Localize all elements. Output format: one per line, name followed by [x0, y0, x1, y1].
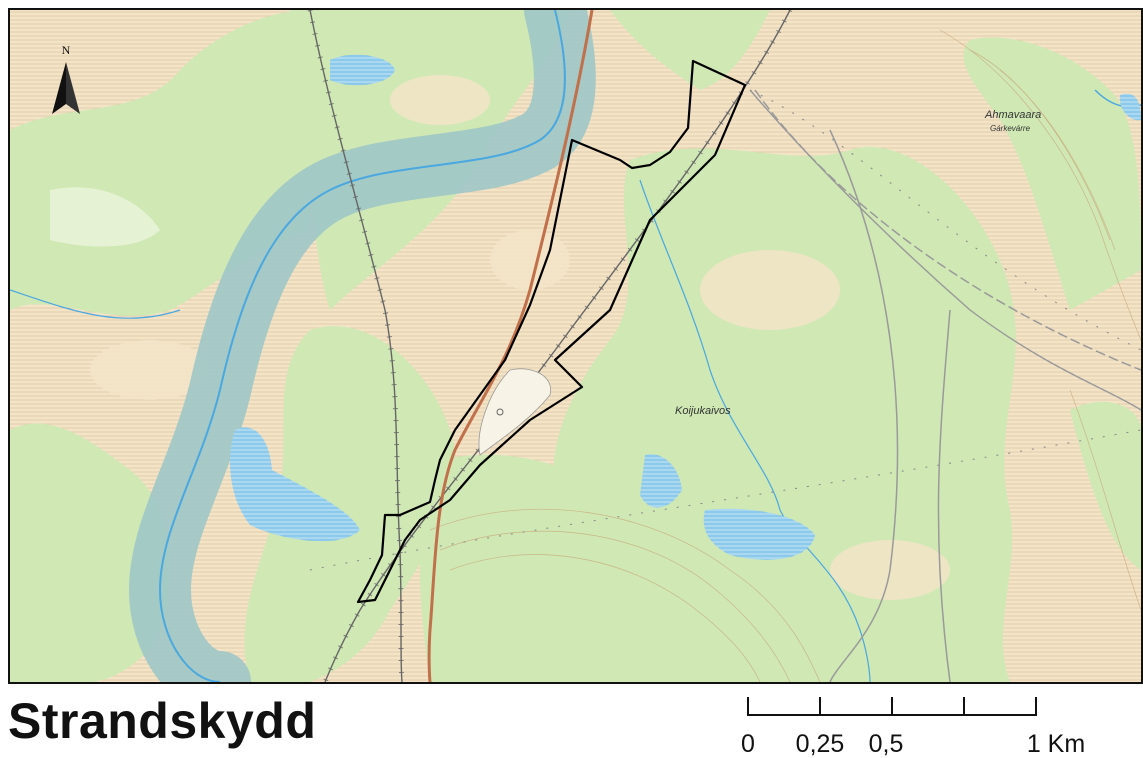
main-road	[427, 10, 594, 682]
contour-lines	[429, 29, 1141, 682]
scale-label-05: 0,5	[868, 730, 904, 758]
station-marker	[496, 408, 504, 416]
stream	[639, 179, 871, 682]
railway-ties	[307, 10, 793, 682]
scale-label-025: 0,25	[795, 730, 845, 758]
map-canvas: Ahmavaara Gárkevárre Koijukaivos N	[10, 10, 1141, 682]
stream-west	[10, 289, 181, 319]
lakes	[230, 54, 1141, 560]
scale-label-0: 0	[741, 730, 755, 758]
place-label-ahmavaara: Ahmavaara	[984, 109, 1041, 121]
scale-bar: 0 0,25 0,5 1 Km	[700, 688, 1120, 758]
north-arrow-label: N	[62, 43, 71, 57]
scale-label-1km: 1 Km	[1026, 730, 1086, 758]
station-area	[478, 368, 552, 456]
river	[158, 10, 566, 682]
minor-roads	[754, 89, 1141, 682]
north-arrow-icon: N	[52, 43, 80, 114]
scale-bar-graphic	[747, 697, 1037, 716]
map-view[interactable]: Ahmavaara Gárkevárre Koijukaivos N	[8, 8, 1143, 684]
open-areas	[90, 75, 950, 600]
place-label-garkevarre: Gárkevárre	[990, 124, 1031, 133]
project-boundary[interactable]	[356, 59, 747, 604]
map-title: Strandskydd	[8, 693, 317, 749]
power-lines	[309, 89, 1141, 571]
place-label-koijukaivos: Koijukaivos	[675, 405, 731, 417]
